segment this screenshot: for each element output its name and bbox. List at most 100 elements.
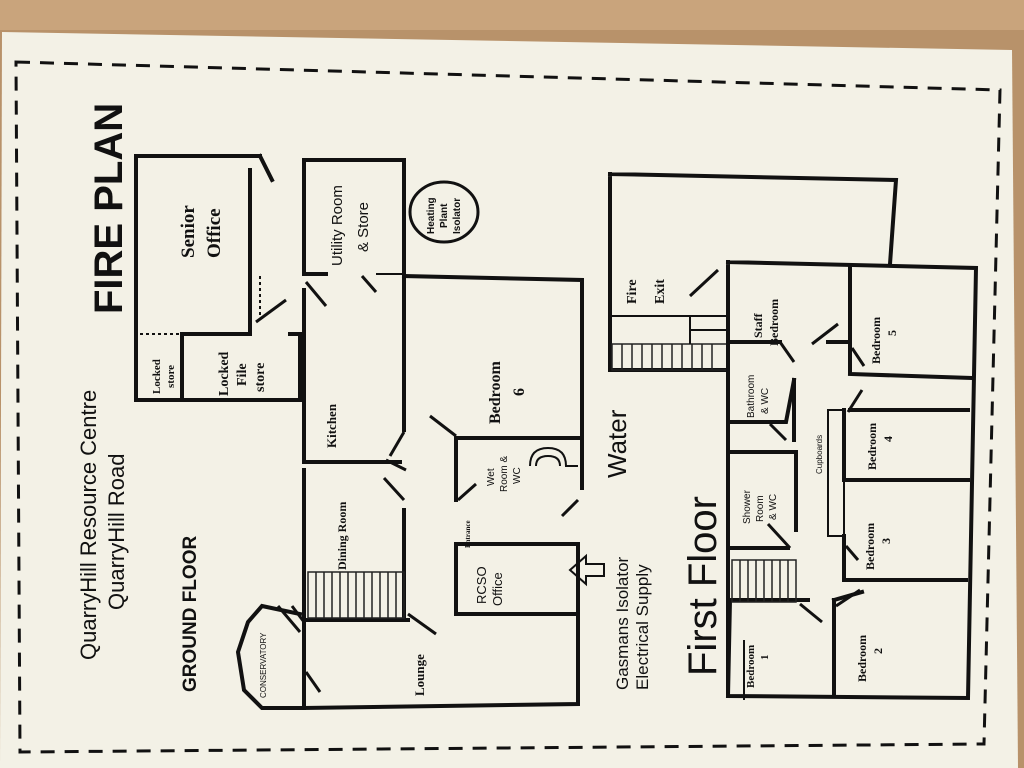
bathroom-label-2: & WC <box>760 388 771 414</box>
bedroom4-label-2: 4 <box>881 436 895 442</box>
lounge-label: Lounge <box>412 654 427 696</box>
kitchen-door-swing <box>388 431 406 457</box>
conservatory-door <box>276 605 302 633</box>
bedroom3-walls <box>842 534 968 582</box>
bedroom3-door <box>844 545 860 561</box>
staff-bedroom-door-2 <box>811 322 839 346</box>
heating-isolator-circle <box>408 180 480 244</box>
shower-label-2: Room <box>755 495 766 522</box>
staff-bedroom-label-1: Staff <box>751 312 765 338</box>
cupboards-box <box>827 409 845 537</box>
ground-floor-plan <box>134 153 605 711</box>
locked-file-label-2: File <box>235 363 250 386</box>
fire-exit-label-1: Fire <box>625 279 640 304</box>
bedroom1-label-1: Bedroom <box>745 645 757 688</box>
utility-room-walls <box>302 158 406 276</box>
bedroom2-label-2: 2 <box>871 648 885 654</box>
first-floor-plan <box>607 171 979 701</box>
centre-road: QuarryHill Road <box>104 454 129 611</box>
senior-office-walls <box>134 153 275 402</box>
wet-room-label-1: Wet <box>486 468 497 486</box>
utility-door-left <box>304 281 328 307</box>
bedroom5-label-1: Bedroom <box>869 317 883 364</box>
first-floor-outline <box>725 259 979 701</box>
shower-label-3: & WC <box>768 494 779 520</box>
electrical-supply-label: Electrical Supply <box>633 564 652 690</box>
fire-exit-label-2: Exit <box>653 279 668 304</box>
shower-room-walls <box>730 450 798 550</box>
bathroom-door <box>768 422 788 442</box>
gas-isolator-label: Gasmans Isolator <box>613 556 632 690</box>
locked-file-label-1: Locked <box>217 351 232 396</box>
cupboards-label: Cupboards <box>815 435 824 474</box>
wet-room-door <box>457 482 477 502</box>
bedroom3-label-1: Bedroom <box>863 523 877 570</box>
bedroom1-wall <box>725 597 810 699</box>
wood-grain-top <box>0 0 1024 30</box>
rcso-label-2: Office <box>490 572 505 606</box>
rcso-label-1: RCSO <box>474 566 489 604</box>
senior-office-door <box>255 298 287 324</box>
senior-office-label-2: Office <box>204 208 225 258</box>
wet-room-label-2: Room & <box>499 456 510 492</box>
staff-bedroom-walls <box>728 264 852 348</box>
heating-label-1: Heating <box>426 197 437 234</box>
fire-plan-title: FIRE PLAN <box>87 103 131 314</box>
bedroom5-label-2: 5 <box>885 330 899 336</box>
title-block: FIRE PLAN QuarryHill Resource Centre Qua… <box>76 103 725 692</box>
gas-isolator-arrow-icon <box>568 553 605 587</box>
kitchen-walls <box>302 272 406 464</box>
utility-label-1: Utility Room <box>329 185 346 266</box>
staff-bedroom-label-2: Bedroom <box>767 299 781 346</box>
bedroom2-label-1: Bedroom <box>855 635 869 682</box>
fire-exit-door <box>688 268 720 298</box>
bedroom4-door <box>846 389 864 413</box>
first-floor-title: First Floor <box>681 496 725 676</box>
bedroom6-walls <box>401 273 584 502</box>
locked-store-label-2: store <box>165 365 177 388</box>
wet-room-label-3: WC <box>512 467 523 484</box>
rcso-office-walls <box>454 542 580 616</box>
first-floor-stairs <box>731 559 797 603</box>
locked-store-label-1: Locked <box>151 359 163 394</box>
shower-tray-icon <box>529 446 578 467</box>
kitchen-label: Kitchen <box>324 403 339 448</box>
utility-door-right <box>360 275 378 293</box>
ground-floor-title: GROUND FLOOR <box>180 536 201 692</box>
lounge-walls <box>301 542 580 711</box>
heating-label-3: Isolator <box>452 198 463 234</box>
lounge-door <box>304 671 322 693</box>
utility-label-2: & Store <box>355 202 372 252</box>
bathroom-walls <box>730 377 797 442</box>
dining-door <box>382 476 406 502</box>
senior-office-label-1: Senior <box>178 205 199 258</box>
conservatory-label: CONSERVATORY <box>259 632 268 698</box>
bedroom3-label-2: 3 <box>879 538 893 544</box>
ground-floor-labels: Senior Office Locked store Locked File s… <box>151 185 652 698</box>
staff-bedroom-door <box>778 341 796 363</box>
entrance-label: Entrance <box>464 520 472 548</box>
bathroom-label-1: Bathroom <box>746 375 757 418</box>
locked-file-label-3: store <box>253 363 268 392</box>
bedroom1-label-2: 1 <box>759 655 771 661</box>
heating-label-2: Plant <box>439 203 450 228</box>
wet-room-swing <box>560 498 580 518</box>
bedroom6-door <box>429 414 457 438</box>
shower-room-door <box>766 522 792 550</box>
conservatory-walls <box>235 603 306 710</box>
shower-label-1: Shower <box>742 489 753 524</box>
bedroom6-label-1: Bedroom <box>487 361 504 424</box>
dashed-border <box>14 60 1002 754</box>
lounge-door-top <box>407 612 437 636</box>
bedroom4-label-1: Bedroom <box>865 423 879 470</box>
dining-room-label: Dining Room <box>335 502 349 570</box>
dining-stairs <box>307 571 405 619</box>
water-label: Water <box>602 409 632 478</box>
bedroom2-door <box>835 588 861 608</box>
centre-name: QuarryHill Resource Centre <box>76 390 101 660</box>
locked-file-store-walls <box>180 332 302 402</box>
bedroom5-walls <box>847 344 975 381</box>
first-floor-labels: Fire Exit Staff Bedroom Bedroom 5 Bathro… <box>625 279 899 688</box>
